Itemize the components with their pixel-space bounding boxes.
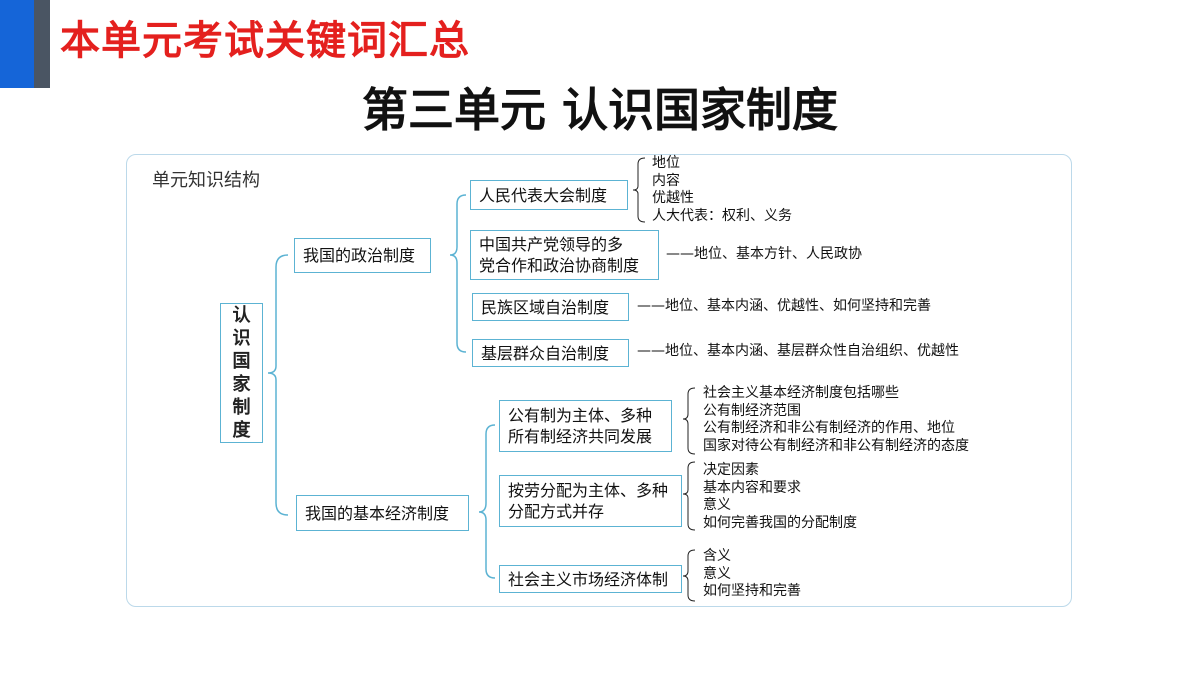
unit-title: 第三单元 认识国家制度 [361, 83, 838, 137]
economic-bracket [478, 424, 496, 579]
node-distribution: 按劳分配为主体、多种分配方式并存 [499, 475, 682, 527]
accent-bar-blue [0, 0, 34, 88]
political-bracket [449, 194, 467, 353]
grassroots-note: ——地位、基本内涵、基层群众性自治组织、优越性 [637, 343, 959, 359]
node-cpc-multiparty: 中国共产党领导的多党合作和政治协商制度 [470, 230, 659, 280]
root-node: 认识国家制度 [220, 303, 263, 443]
knowledge-structure-panel [126, 154, 1072, 607]
cpc-note: ——地位、基本方针、人民政协 [666, 246, 862, 262]
panel-label: 单元知识结构 [152, 170, 260, 191]
brace-market [682, 549, 696, 602]
node-grassroots-autonomy: 基层群众自治制度 [472, 339, 629, 367]
node-economic-system: 我国的基本经济制度 [296, 495, 469, 531]
brace-ownership [682, 387, 696, 455]
accent-bar-gray [34, 0, 50, 88]
distribution-points: 决定因素 基本内容和要求 意义 如何完善我国的分配制度 [703, 462, 857, 531]
market-points: 含义 意义 如何坚持和完善 [703, 548, 801, 599]
brace-npc [632, 157, 646, 223]
brace-distribution [682, 461, 696, 531]
node-public-ownership: 公有制为主体、多种所有制经济共同发展 [499, 400, 672, 452]
node-ethnic-autonomy: 民族区域自治制度 [472, 293, 629, 321]
node-npc-system: 人民代表大会制度 [470, 180, 628, 210]
ethnic-note: ——地位、基本内涵、优越性、如何坚持和完善 [637, 298, 931, 314]
slide-title: 本单元考试关键词汇总 [60, 18, 470, 64]
npc-points: 地位 内容 优越性 人大代表：权利、义务 [652, 155, 792, 224]
ownership-points: 社会主义基本经济制度包括哪些 公有制经济范围 公有制经济和非公有制经济的作用、地… [703, 385, 969, 454]
node-political-system: 我国的政治制度 [294, 238, 431, 273]
node-market-economy: 社会主义市场经济体制 [499, 565, 682, 593]
root-bracket [267, 254, 289, 516]
